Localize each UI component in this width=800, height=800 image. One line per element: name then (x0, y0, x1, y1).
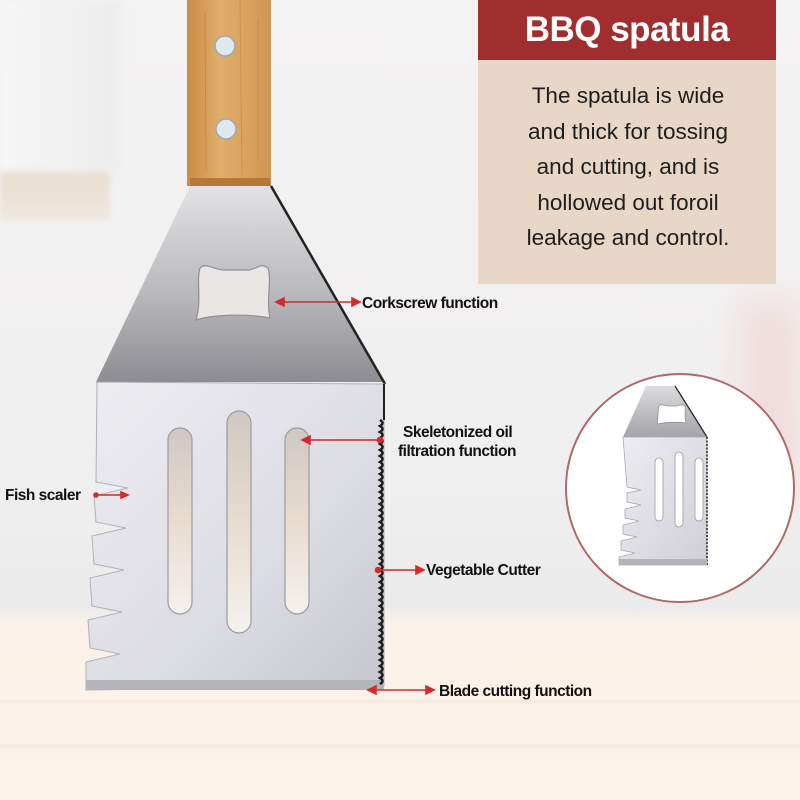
info-card-header: BBQ spatula (478, 0, 776, 60)
table-grain (0, 745, 800, 747)
description-line: hollowed out foroil (537, 189, 719, 215)
background-wall (0, 0, 120, 170)
description-line: leakage and control. (526, 225, 730, 250)
callout-vegetable-cutter: Vegetable Cutter (426, 562, 541, 579)
wooden-handle (187, 0, 271, 186)
callout-blade-cutting: Blade cutting function (439, 683, 592, 700)
background-shelf (0, 172, 110, 220)
spatula-thumbnail (618, 385, 708, 566)
callout-oil-filtration-line1: Skeletonized oil (403, 424, 513, 441)
description-line: The spatula is wide (531, 83, 725, 108)
description-line: and thick for tossing (527, 118, 729, 144)
detail-inset-circle (565, 373, 795, 603)
spatula-neck (96, 185, 387, 385)
info-card-description: The spatula is wide and thick for tossin… (478, 60, 776, 256)
callout-arrows (93, 296, 436, 696)
info-card: BBQ spatula The spatula is wide and thic… (478, 0, 776, 284)
callout-fish-scaler: Fish scaler (5, 487, 81, 504)
spatula-blade (85, 381, 385, 691)
callout-oil-filtration-line2: filtration function (398, 443, 516, 460)
description-line: and cutting, and is (536, 154, 720, 179)
callout-corkscrew: Corkscrew function (362, 295, 498, 312)
info-card-title: BBQ spatula (524, 10, 730, 49)
table-grain (0, 700, 800, 702)
